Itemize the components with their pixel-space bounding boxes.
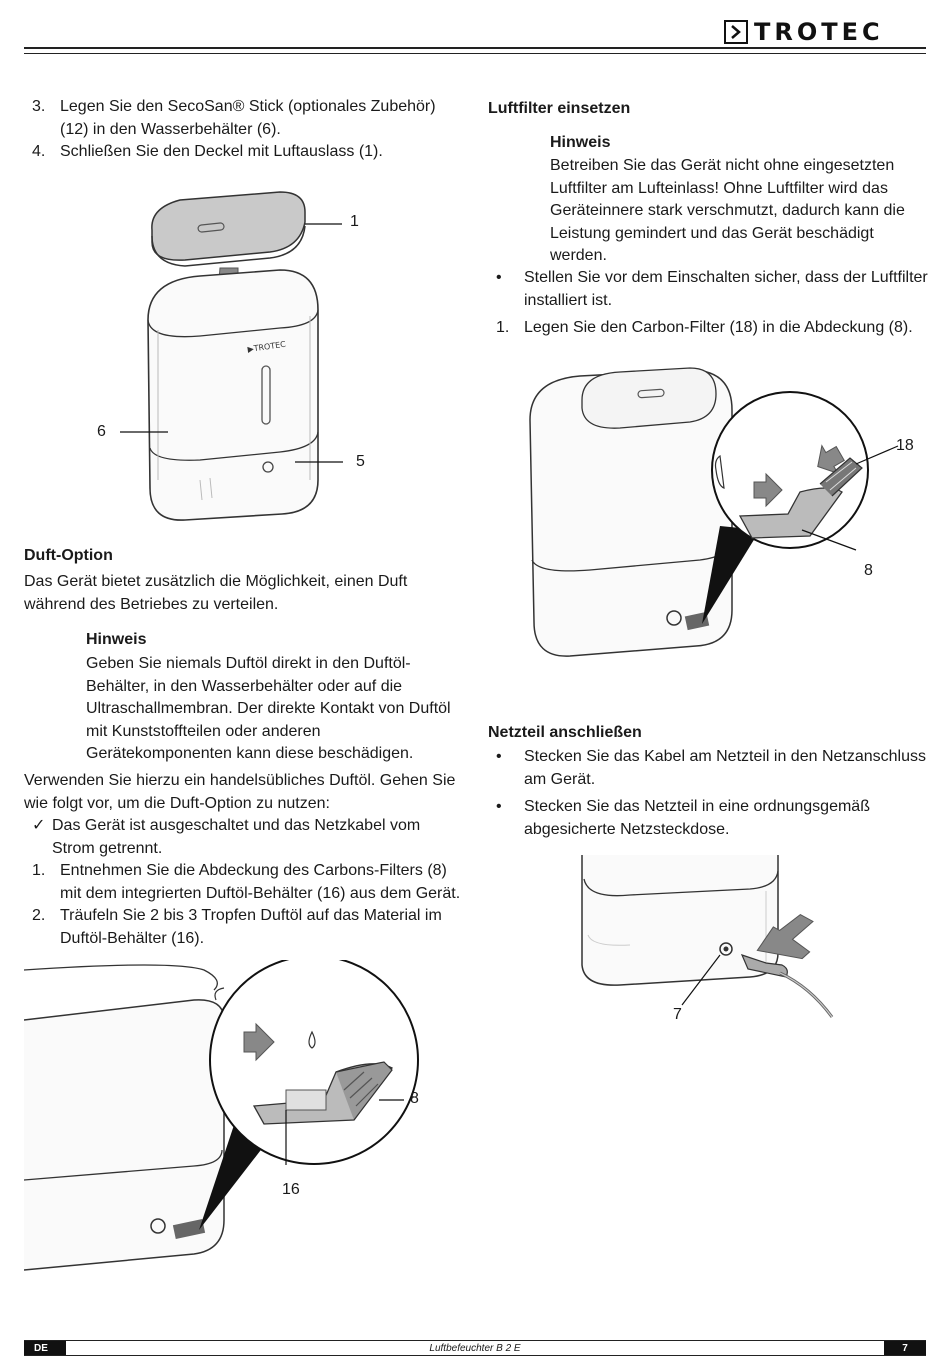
step-number: 4.	[32, 143, 46, 160]
bullet-text: Stecken Sie das Kabel am Netzteil in den…	[524, 748, 926, 788]
filter-list: • Stellen Sie vor dem Einschalten sicher…	[488, 267, 930, 340]
paragraph: Das Gerät bietet zusätzlich die Möglichk…	[24, 573, 408, 613]
section-heading: Netzteil anschließen	[488, 724, 642, 741]
callout-label: 7	[673, 1006, 682, 1023]
step-number: 1.	[32, 862, 46, 879]
header-rule	[24, 47, 926, 49]
brand-logo: TROTEC	[724, 18, 884, 46]
list-item: • Stecken Sie das Kabel am Netzteil in d…	[488, 746, 930, 791]
figure-scent-container	[24, 960, 419, 1271]
note-title: Hinweis	[550, 134, 611, 151]
section-heading: Duft-Option	[24, 547, 113, 564]
bullet-text: Stecken Sie das Netzteil in eine ordnung…	[524, 798, 870, 838]
bullet-text: Stellen Sie vor dem Einschalten sicher, …	[524, 269, 928, 309]
step-number: 2.	[32, 907, 46, 924]
step-text: Entnehmen Sie die Abdeckung des Carbons-…	[60, 862, 461, 902]
step-text: Schließen Sie den Deckel mit Luftauslass…	[60, 143, 383, 160]
step-text: Legen Sie den SecoSan® Stick (optionales…	[60, 98, 436, 138]
section-heading: Luftfilter einsetzen	[488, 100, 631, 117]
paragraph: Verwenden Sie hierzu ein handelsübliches…	[24, 772, 456, 812]
step-text: Träufeln Sie 2 bis 3 Tropfen Duftöl auf …	[60, 907, 442, 947]
callout-label: 6	[97, 423, 106, 440]
callout-label: 18	[896, 437, 914, 454]
check-icon: ✓	[32, 817, 46, 834]
callout-label: 5	[356, 453, 365, 470]
header-rule-thin	[24, 53, 926, 54]
figure-carbon-filter	[529, 367, 899, 657]
bullet: •	[496, 748, 502, 765]
list-item: 1. Entnehmen Sie die Abdeckung des Carbo…	[24, 860, 464, 905]
bullet: •	[496, 269, 502, 286]
figure-humidifier-lid: ▶TROTEC	[120, 191, 343, 521]
list-item: 3. Legen Sie den SecoSan® Stick (optiona…	[24, 96, 464, 141]
list-item: 4. Schließen Sie den Deckel mit Luftausl…	[24, 141, 464, 164]
list-item: 1. Legen Sie den Carbon-Filter (18) in d…	[488, 317, 930, 340]
list-item: • Stellen Sie vor dem Einschalten sicher…	[488, 267, 930, 312]
callout-label: 8	[410, 1090, 419, 1107]
callout-label: 1	[350, 213, 359, 230]
steps-duft: ✓ Das Gerät ist ausgeschaltet und das Ne…	[24, 815, 464, 950]
step-number: 1.	[496, 319, 510, 336]
step-text: Legen Sie den Carbon-Filter (18) in die …	[524, 319, 913, 336]
figure-power-connector	[581, 855, 834, 1018]
list-item: • Stecken Sie das Netzteil in eine ordnu…	[488, 796, 930, 841]
language-tag: DE	[24, 1341, 66, 1355]
step-number: 3.	[32, 98, 46, 115]
note-text: Geben Sie niemals Duftöl direkt in den D…	[86, 655, 451, 762]
page-number: 7	[884, 1341, 926, 1355]
power-list: • Stecken Sie das Kabel am Netzteil in d…	[488, 746, 930, 841]
steps-top: 3. Legen Sie den SecoSan® Stick (optiona…	[24, 96, 464, 164]
callout-label: 8	[864, 562, 873, 579]
document-title: Luftbefeuchter B 2 E	[429, 1342, 521, 1354]
brand-name: TROTEC	[754, 18, 884, 46]
callout-label: 16	[282, 1181, 300, 1198]
list-item: ✓ Das Gerät ist ausgeschaltet und das Ne…	[24, 815, 464, 860]
chevron-right-icon	[724, 20, 748, 44]
bullet: •	[496, 798, 502, 815]
page-footer: DE Luftbefeuchter B 2 E 7	[24, 1340, 926, 1356]
list-item: 2. Träufeln Sie 2 bis 3 Tropfen Duftöl a…	[24, 905, 464, 950]
note-text: Betreiben Sie das Gerät nicht ohne einge…	[550, 157, 905, 264]
step-text: Das Gerät ist ausgeschaltet und das Netz…	[52, 817, 421, 857]
note-title: Hinweis	[86, 631, 147, 648]
